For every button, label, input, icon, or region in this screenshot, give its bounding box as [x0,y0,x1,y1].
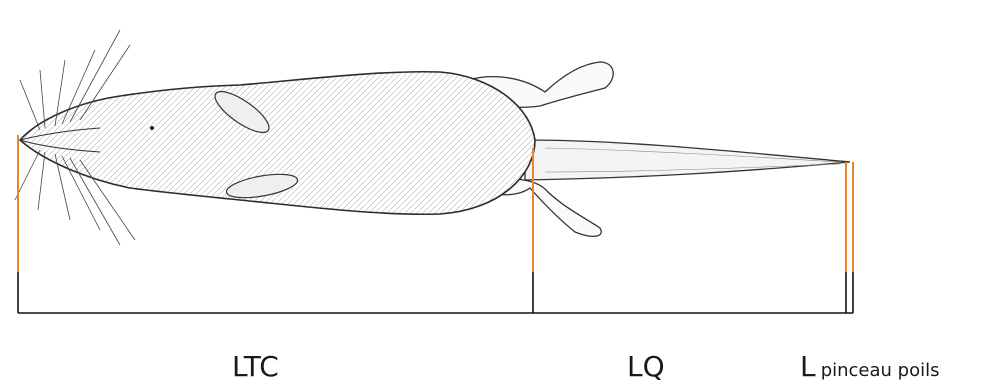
label-pinceau: L pinceau poils [800,350,940,383]
label-lq: LQ [627,350,665,383]
label-pinceau-poils: pinceau poils [821,360,940,381]
measurement-bracket [18,272,853,313]
label-ltc: LTC [232,350,279,383]
rodent-eye [150,126,154,130]
label-l: L [800,350,816,383]
